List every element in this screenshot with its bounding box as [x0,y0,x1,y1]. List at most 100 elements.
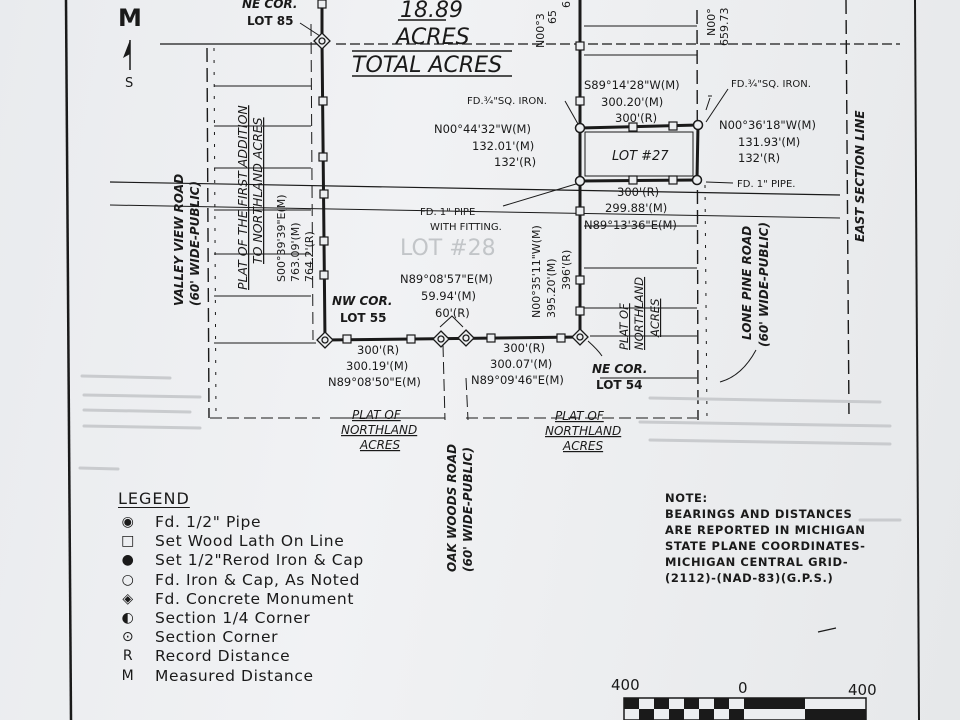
legend-item: ○ Fd. Iron & Cap, As Noted [118,571,364,590]
south-road-lines [210,344,697,421]
scale-bar [623,697,867,720]
nw-corner-lot55-line2: LOT 55 [340,311,386,325]
south-east-measured: 300.07'(M) [490,357,552,371]
crossing-bearing: N89°08'57"E(M) [400,272,493,286]
found-pipe-icon [691,174,703,186]
total-acres-label: TOTAL ACRES [352,53,502,78]
north-arrow-icon [123,40,130,58]
concrete-monument-icon [571,328,589,346]
letter-m-icon: M [121,667,135,684]
cut-bearing-d: N00° [705,8,718,36]
first-addition-plat-label-2: TO NORTHLAND ACRES [250,117,265,264]
note-line: MICHIGAN CENTRAL GRID- [665,555,849,569]
found-sq-iron-left: FD.¾"SQ. IRON. [467,96,547,107]
scale-left-label: 400 [611,676,640,694]
circle-icon: ○ [121,571,135,588]
northland-plat-left-1: PLAT OF [352,408,402,422]
found-pipe-right: FD. 1" PIPE. [737,179,795,190]
lot27-east-line [695,124,700,181]
square-icon: □ [121,533,135,550]
legend-text: Section 1/4 Corner [155,608,311,627]
crossing-record: 60'(R) [435,306,470,320]
lot27-north-line [579,123,699,130]
lot27-inner-box [584,131,694,177]
south-west-record: 300'(R) [357,343,399,357]
found-pipe-icon [574,175,586,187]
legend-text: Fd. 1/2" Pipe [155,513,262,531]
north-letter: M [118,4,142,32]
filled-dot-icon: ● [121,552,135,569]
lot27-label: LOT #27 [612,149,669,164]
east-line-record: 396'(R) [560,250,573,290]
lot27-south-measured: 299.88'(M) [605,201,667,215]
faint-bleed-text [78,374,902,522]
concrete-monument-icon [316,331,334,349]
sheet-border-right [914,0,920,720]
northland-plat-left-2: NORTHLAND [341,423,417,437]
lot27-west-bearing: N00°44'32"W(M) [434,122,531,136]
legend-text: Record Distance [155,647,291,666]
note-line: STATE PLANE COORDINATES- [665,539,866,553]
lone-pine-road-edge [696,9,699,421]
acres-label: ACRES [394,25,470,50]
faint-line [109,204,841,219]
quarter-corner-icon: ◐ [121,609,135,626]
south-east-bearing: N89°09'46"E(M) [471,373,564,387]
cut-bearing-a: N00°3 [534,13,547,48]
legend-text: Fd. Concrete Monument [155,589,355,608]
acreage-value: 18.89 [400,0,463,23]
cut-bearing-b: 65 [546,10,559,24]
lot27-west-measured: 132.01'(M) [472,139,534,153]
leader-lines [299,22,757,383]
south-east-record: 300'(R) [503,341,545,355]
lot27-south-bearing: N89°13'36"E(M) [584,218,677,232]
legend-text: Set Wood Lath On Line [155,532,345,551]
first-addition-plat-label-1: PLAT OF THE FIRST ADDITION [235,105,250,290]
south-letter: S [125,76,133,91]
lot27-east-record: 132'(R) [738,151,780,165]
lot27-north-record: 300'(R) [615,111,657,125]
wood-lath-markers [317,0,678,344]
legend-item: ◉Fd. 1/2" Pipe [118,513,364,532]
diamond-circle-icon: ◈ [122,590,134,607]
valley-view-road-east-edge [213,47,217,419]
note-line: ARE REPORTED IN MICHIGAN [665,523,866,537]
west-lot-lines [214,85,316,344]
lot27-north-measured: 300.20'(M) [601,95,663,109]
south-west-bearing: N89°08'50"E(M) [328,375,421,389]
legend-title: LEGEND [118,489,190,508]
note-line: BEARINGS AND DISTANCES [665,507,853,521]
concrete-monument-icon [313,32,331,50]
legend-item: □ Set Wood Lath On Line [118,532,364,551]
pen-mark [817,627,837,633]
northland-plat-left-3: ACRES [359,438,401,452]
legend-item: ⊙Section Corner [118,628,364,647]
valley-view-road-west-edge [206,47,210,419]
east-line-measured: 395.20'(M) [545,258,558,318]
ne-corner-lot85-line2: LOT 85 [247,14,293,28]
legend-list: ◉Fd. 1/2" Pipe□ Set Wood Lath On Line● Set… [118,513,364,686]
plat-boundary-line [310,23,314,341]
found-pipe-fitting-1: FD. 1" PIPE [420,207,475,218]
oak-woods-road-label: OAK WOODS ROAD [445,444,459,572]
legend-text: Fd. Iron & Cap, As Noted [155,570,361,589]
east-section-line-label: EAST SECTION LINE [853,110,867,242]
faint-line [109,181,841,196]
cut-bearing-c: 6 [560,1,573,8]
scale-right-label: 400 [848,681,877,699]
lone-pine-road-edge [704,184,708,421]
lot27-south-record: 300'(R) [617,185,659,199]
lot27-west-record: 132'(R) [494,155,536,169]
south-west-measured: 300.19'(M) [346,359,408,373]
legend-item: ◈ Fd. Concrete Monument [118,590,364,609]
legend-item: ◐ Section 1/4 Corner [118,609,364,628]
northland-plat-right-1: PLAT OF [555,409,605,423]
lone-pine-road-label: LONE PINE ROAD [740,226,754,340]
faint-lot-label: LOT #28 [400,236,496,261]
cut-distance-e: 659.73 [718,8,731,47]
ne-corner-lot54-line2: LOT 54 [596,378,642,392]
